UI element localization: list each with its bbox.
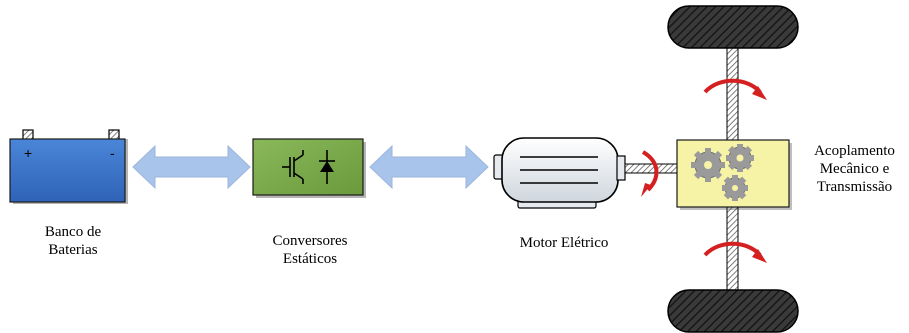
electric-motor [493,137,626,209]
coupling-label: Acoplamento Mecânico e Transmissão [800,142,909,196]
battery-bank: + - [9,129,128,204]
motor-flange [616,155,626,181]
mechanical-coupling [676,139,792,210]
motor-cooling-fins [520,156,598,184]
battery-plus-sign: + [24,145,32,161]
axle-bottom [726,204,739,298]
battery-minus-sign: - [110,145,115,161]
static-converter [252,138,366,198]
motor-label-text: Motor Elétrico [519,235,609,251]
arrow-converter-motor [369,144,489,190]
wheel-bottom [667,289,799,333]
battery-label: Banco de Baterias [18,223,128,259]
coupling-label-line2: Mecânico e [819,161,890,177]
motor-shaft [624,163,678,174]
converter-label-line2: Estáticos [282,251,338,267]
battery-label-line1: Banco de [44,224,102,240]
coupling-label-line3: Transmissão [816,179,893,195]
motor-label: Motor Elétrico [494,234,634,252]
diode-icon [319,150,335,184]
transistor-icon [282,150,304,184]
coupling-label-line1: Acoplamento [814,143,895,159]
battery-body [9,138,126,203]
battery-label-line2: Baterias [48,242,98,258]
converter-label: Conversores Estáticos [250,232,370,268]
axle-top [726,47,739,141]
arrow-battery-converter [132,144,251,190]
wheel-top [667,5,799,49]
rotation-arrow-axle-bottom [703,241,767,263]
rotation-arrow-motor-shaft [641,150,659,197]
gears-icon [691,144,754,201]
converter-body [252,138,364,196]
rotation-arrow-axle-top [703,78,767,100]
converter-label-line1: Conversores [272,233,348,249]
